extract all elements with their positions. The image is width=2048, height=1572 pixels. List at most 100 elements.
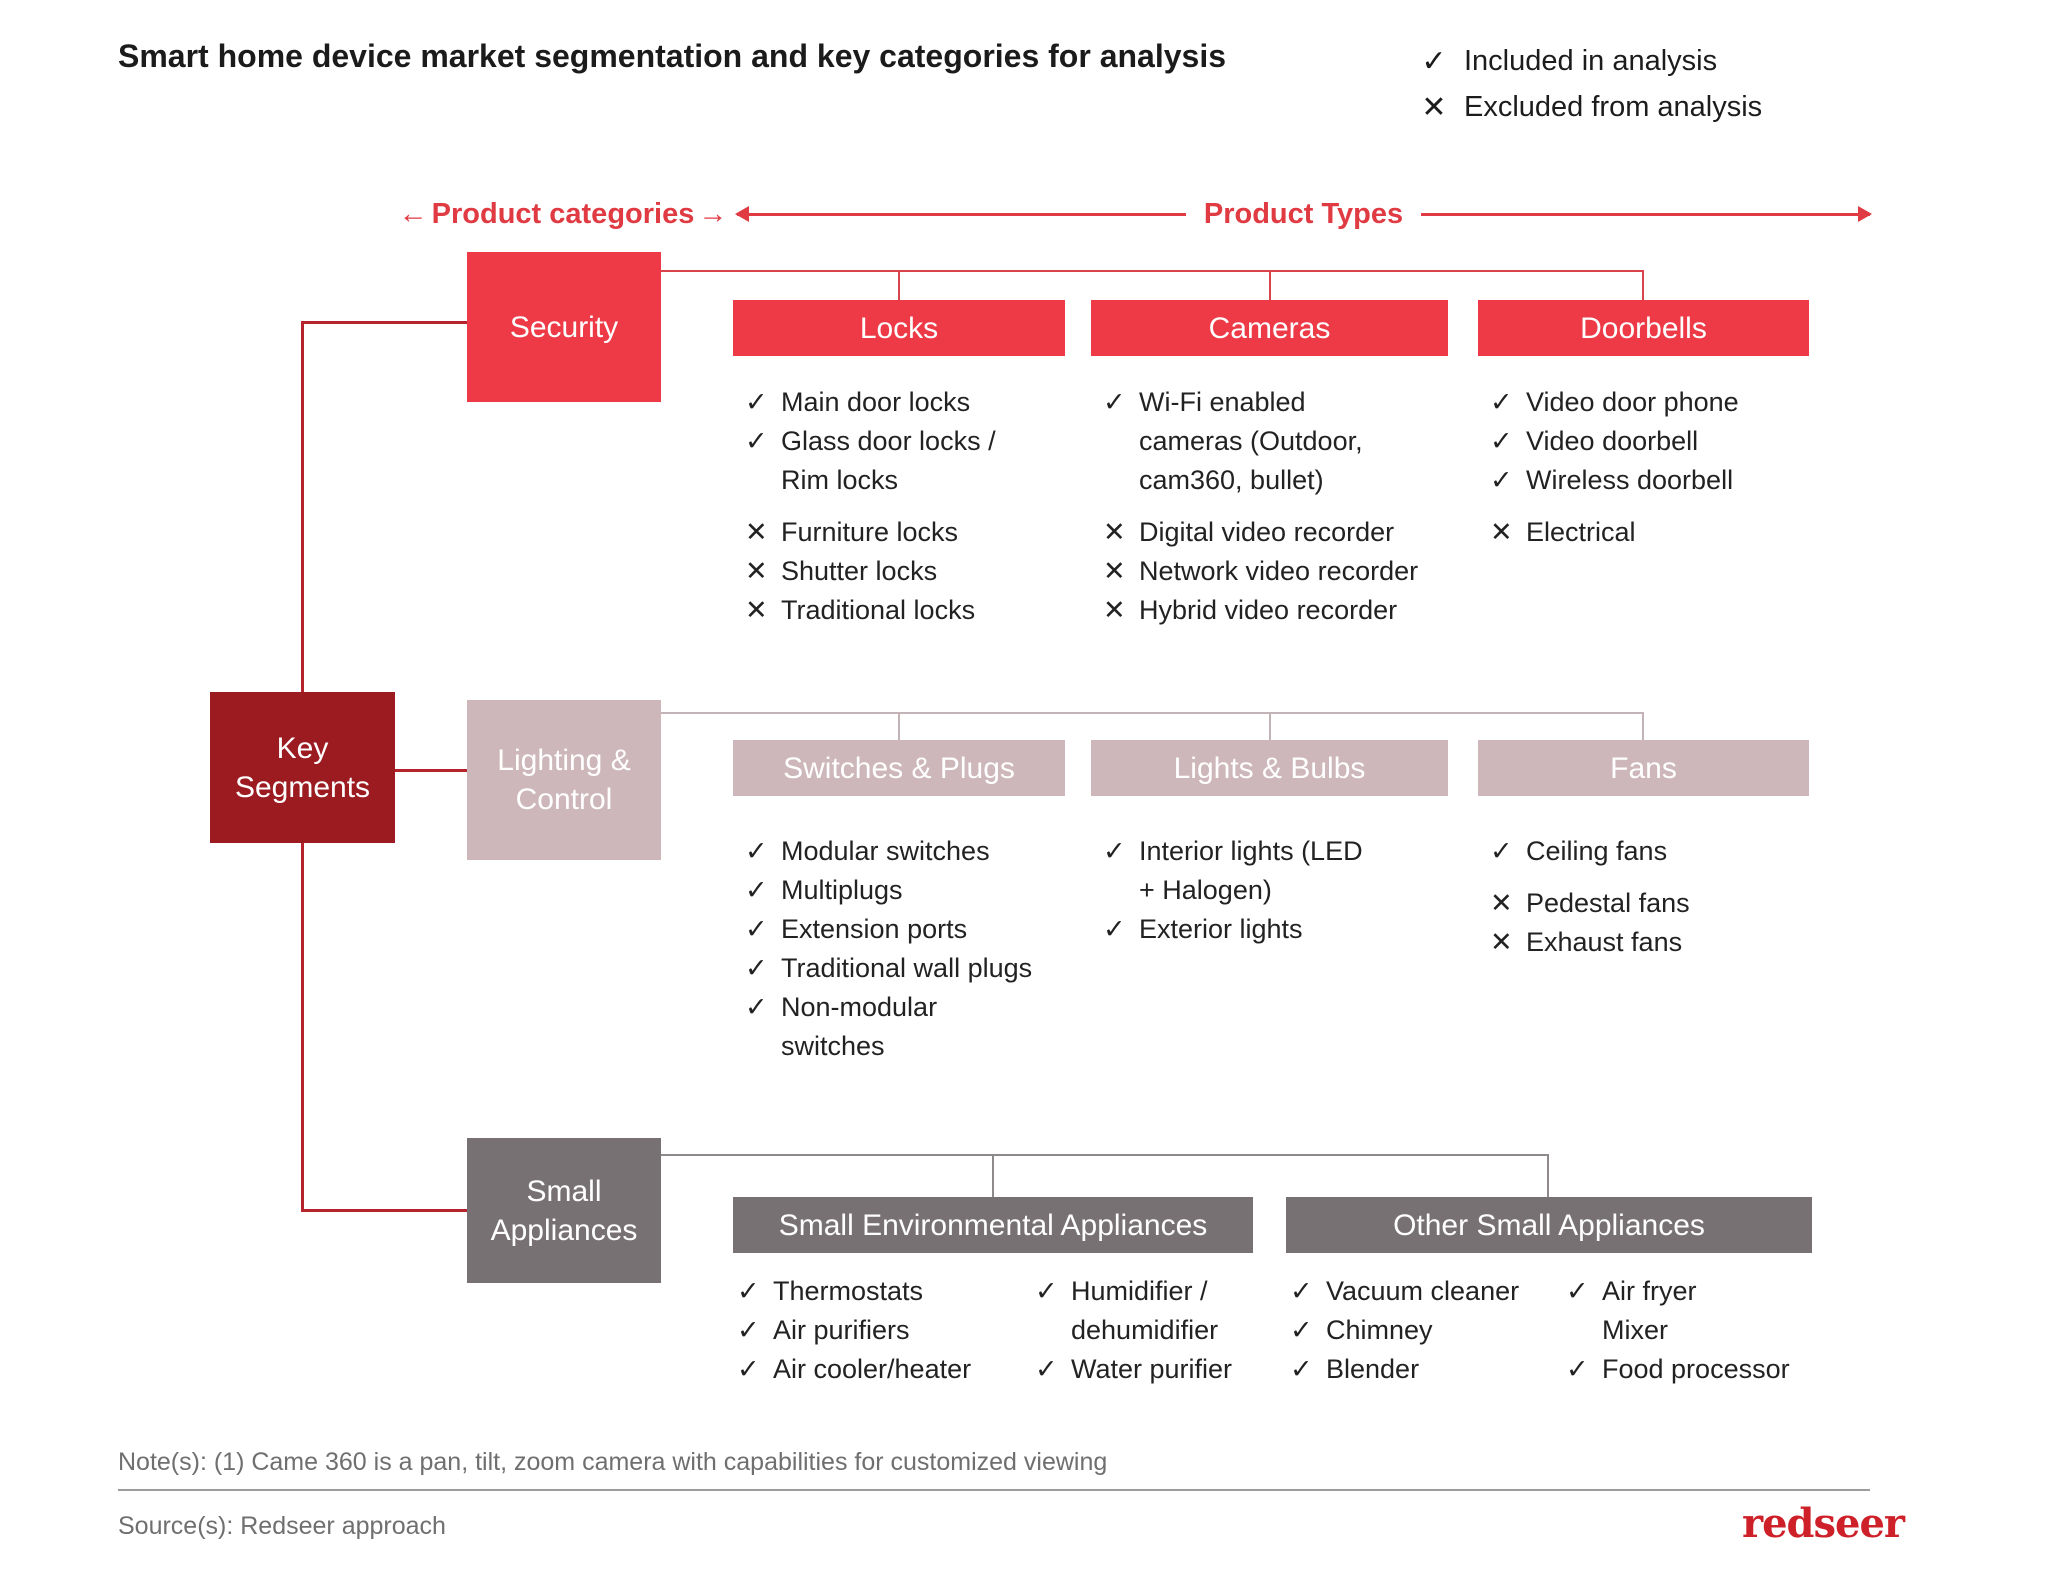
doorbells-list: ✓Video door phone✓Video doorbell✓Wireles… [1490,383,1860,552]
list-item: ✓Chimney [1290,1311,1570,1350]
cross-icon: ✕ [1103,517,1126,547]
legend: ✓ Included in analysis ✕ Excluded from a… [1418,38,1762,130]
check-icon: ✓ [1103,914,1126,944]
check-icon: ✓ [1490,387,1513,417]
type-box-doorbells: Doorbells [1478,300,1809,356]
locks-excluded-list: ✕Furniture locks✕Shutter locks✕Tradition… [745,513,1085,630]
product-categories-label: Product categories [431,198,695,230]
type-box-switches-plugs: Switches & Plugs [733,740,1065,796]
footnote: Note(s): (1) Came 360 is a pan, tilt, zo… [118,1448,1108,1476]
list-item: ✕Electrical [1490,513,1860,552]
check-icon: ✓ [1290,1276,1313,1306]
spine-to-lighting-line [395,769,467,772]
other-appliances-column-1: ✓Vacuum cleaner✓Chimney✓Blender [1290,1272,1570,1389]
key-segments-box: Key Segments [210,692,395,843]
redseer-logo: redseer [1742,1500,1905,1547]
cameras-drop-line [1269,270,1271,300]
check-icon: ✓ [737,1354,760,1384]
cross-icon: ✕ [1103,595,1126,625]
check-icon: ✓ [1490,836,1513,866]
product-categories-axis: ← Product categories → [398,198,728,231]
list-item: ✕Shutter locks [745,552,1085,591]
check-icon: ✓ [1490,426,1513,456]
lights-title: Lights & Bulbs [1173,751,1366,785]
list-item: ✓Air cooler/heater [737,1350,1037,1389]
list-item: ✓Air fryer Mixer [1566,1272,1856,1350]
switches-drop-line [898,712,900,740]
locks-title: Locks [859,311,939,345]
list-item: ✓Video door phone [1490,383,1860,422]
arrow-right-icon: → [698,198,728,230]
doorbells-title: Doorbells [1580,311,1707,345]
check-icon: ✓ [1566,1276,1589,1306]
check-icon: ✓ [1290,1315,1313,1345]
locks-drop-line [898,270,900,300]
lights-included-list: ✓Interior lights (LED + Halogen)✓Exterio… [1103,832,1483,949]
fans-included-list: ✓Ceiling fans [1490,832,1850,871]
check-icon: ✓ [745,387,768,417]
fans-excluded-list: ✕Pedestal fans✕Exhaust fans [1490,884,1850,962]
list-item: ✓Food processor [1566,1350,1856,1389]
switches-plugs-list: ✓Modular switches✓Multiplugs✓Extension p… [745,832,1095,1066]
list-item: ✓Glass door locks / Rim locks [745,422,1085,500]
segment-lighting-label: Lighting & Control [497,744,631,816]
check-icon: ✓ [1290,1354,1313,1384]
type-box-cameras: Cameras [1091,300,1448,356]
other-title: Other Small Appliances [1393,1208,1705,1242]
env-appliances-column-1: ✓Thermostats✓Air purifiers✓Air cooler/he… [737,1272,1037,1389]
legend-included: ✓ Included in analysis [1418,38,1762,84]
list-item: ✓Blender [1290,1350,1570,1389]
cross-icon: ✕ [1490,517,1513,547]
cameras-included-list: ✓Wi-Fi enabled cameras (Outdoor, cam360,… [1103,383,1473,500]
segment-box-security: Security [467,252,661,402]
legend-included-label: Included in analysis [1464,44,1718,77]
list-item: ✕Furniture locks [745,513,1085,552]
cross-icon: ✕ [745,595,768,625]
segment-box-small-appliances: Small Appliances [467,1138,661,1283]
check-icon: ✓ [745,875,768,905]
env-appliances-column-2: ✓Humidifier / dehumidifier✓Water purifie… [1035,1272,1295,1389]
other-appliances-column-2: ✓Air fryer Mixer✓Food processor [1566,1272,1856,1389]
list-item: ✕Hybrid video recorder [1103,591,1473,630]
check-icon: ✓ [745,836,768,866]
cross-icon: ✕ [1490,927,1513,957]
lighting-branch-line [661,712,1644,714]
list-item: ✓Humidifier / dehumidifier [1035,1272,1295,1350]
legend-excluded-label: Excluded from analysis [1464,90,1763,123]
lights-drop-line [1269,712,1271,740]
check-icon: ✓ [1103,836,1126,866]
list-item: ✓Multiplugs [745,871,1095,910]
other-drop-line [1547,1154,1549,1197]
arrow-left-icon: ← [398,198,428,230]
cross-icon: ✕ [745,517,768,547]
source-note: Source(s): Redseer approach [118,1512,446,1540]
lights-bulbs-list: ✓Interior lights (LED + Halogen)✓Exterio… [1103,832,1483,949]
list-item: ✕Traditional locks [745,591,1085,630]
product-types-axis: Product Types [735,198,1872,231]
type-box-other-small-appliances: Other Small Appliances [1286,1197,1812,1253]
doorbells-included-list: ✓Video door phone✓Video doorbell✓Wireles… [1490,383,1860,500]
list-item: ✕Network video recorder [1103,552,1473,591]
product-types-label: Product Types [1203,198,1404,230]
list-item: ✓Exterior lights [1103,910,1483,949]
cross-icon: ✕ [1421,90,1447,124]
list-item: ✓Ceiling fans [1490,832,1850,871]
key-segments-label: Key Segments [234,731,371,804]
smallapp-branch-line [661,1154,1549,1156]
check-icon: ✓ [1421,44,1447,78]
arrow-line-right [1421,206,1872,222]
cross-icon: ✕ [1103,556,1126,586]
list-item: ✕Pedestal fans [1490,884,1850,923]
env-title: Small Environmental Appliances [778,1208,1208,1242]
check-icon: ✓ [1566,1354,1589,1384]
security-branch-line [661,270,1644,272]
spine-to-smallapp-line [301,1209,467,1212]
locks-included-list: ✓Main door locks✓Glass door locks / Rim … [745,383,1085,500]
cameras-list: ✓Wi-Fi enabled cameras (Outdoor, cam360,… [1103,383,1473,630]
cross-icon: ✕ [745,556,768,586]
arrow-line-left [735,206,1186,222]
list-item: ✓Modular switches [745,832,1095,871]
segment-security-label: Security [509,310,619,344]
check-icon: ✓ [745,914,768,944]
spine-to-security-line [301,321,467,324]
